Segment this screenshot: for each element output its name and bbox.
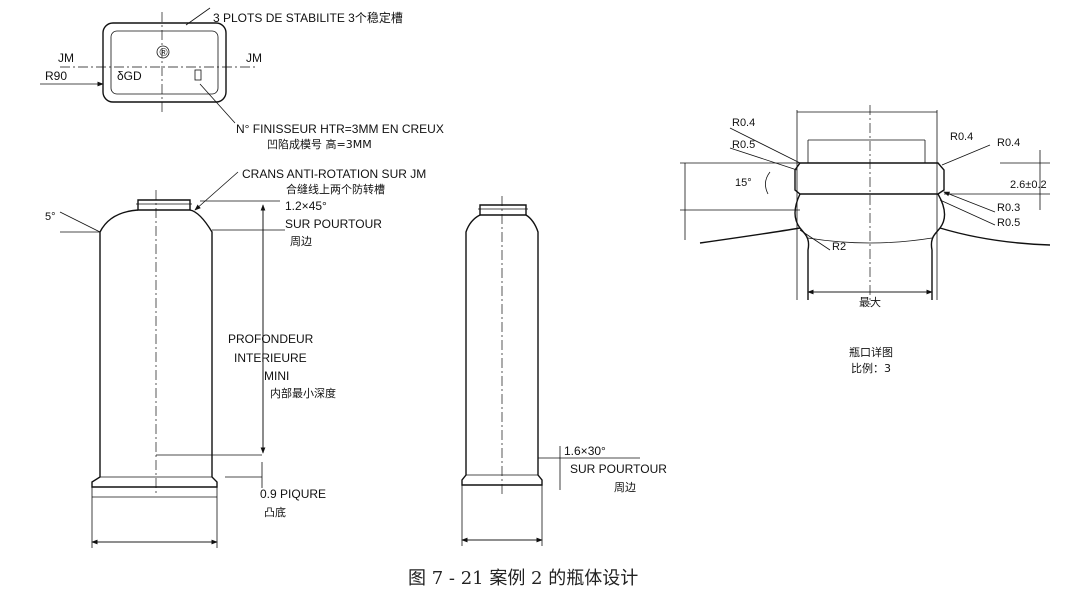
side-neck (479, 204, 527, 216)
chamfer-bottom: 1.6×30° (564, 444, 606, 458)
crans-note-cn: 合缝线上两个防转槽 (286, 182, 385, 196)
profondeur-3: MINI (264, 369, 289, 383)
piqure-label: 0.9 PIQURE (260, 487, 326, 501)
piqure-cn: 凸底 (264, 505, 286, 519)
r2-label: R2 (832, 241, 846, 253)
angle15-arc (765, 171, 771, 195)
profondeur-2: INTERIEURE (234, 351, 307, 365)
jm-left-label: JM (58, 51, 74, 65)
detail-neck-right (930, 193, 946, 300)
jm-right-label: JM (246, 51, 262, 65)
profondeur-cn: 内部最小深度 (270, 386, 336, 400)
registered-circle (156, 45, 170, 59)
r05-left: R0.5 (732, 139, 755, 151)
detail-shoulder-left (699, 227, 801, 244)
stability-leader (185, 7, 211, 26)
mark-code: δGD (117, 69, 142, 83)
finisher-note: N° FINISSEUR HTR=3MM EN CREUX (236, 122, 444, 136)
profondeur-1: PROFONDEUR (228, 332, 314, 346)
crans-leader (194, 171, 239, 211)
top-view-outer (102, 22, 227, 103)
crans-note: CRANS ANTI-ROTATION SUR JM (242, 167, 426, 181)
r05-right: R0.5 (997, 217, 1020, 229)
finisher-slot (194, 69, 202, 81)
sur-pourtour-bottom: SUR POURTOUR (570, 462, 667, 476)
r04-left-leader (729, 127, 801, 164)
finisher-note-cn: 凹陷成模号 高=3MM (267, 137, 372, 151)
finisher-leader (199, 83, 236, 124)
r2-leader (799, 229, 831, 251)
figure-caption: 图 7 - 21 案例 2 的瓶体设计 (408, 568, 638, 589)
neck-detail: R0.4 R0.5 R0.4 R0.4 2.6±0.2 15° R0.3 R0.… (680, 105, 1051, 375)
front-view: CRANS ANTI-ROTATION SUR JM 合缝线上两个防转槽 5° … (45, 167, 426, 548)
detail-title: 瓶口详图 (849, 345, 893, 359)
max-label: 最大 (859, 295, 881, 309)
r05-right-leader (939, 199, 996, 226)
front-body-outline (91, 209, 218, 488)
r03-label: R0.3 (997, 202, 1020, 214)
front-neck (137, 199, 191, 211)
top-view: ® 3 PLOTS DE STABILITE 3个稳定槽 JM JM R90 δ… (40, 7, 444, 151)
detail-shoulder-right (939, 227, 1051, 246)
detail-scale: 比例：3 (851, 361, 891, 375)
detail-inner-curve (807, 237, 933, 244)
height-dim: 2.6±0.2 (1010, 179, 1047, 191)
r04-mid-leader (941, 144, 991, 166)
r04-mid: R0.4 (950, 131, 973, 143)
detail-neck-left (794, 193, 810, 300)
stability-note: 3 PLOTS DE STABILITE 3个稳定槽 (213, 10, 403, 25)
angle-5: 5° (45, 211, 56, 223)
r04-right: R0.4 (997, 137, 1020, 149)
r03-leader (943, 191, 996, 213)
r04-left: R0.4 (732, 117, 755, 129)
top-view-inner (110, 30, 219, 95)
sur-pourtour-top-cn: 周边 (290, 235, 312, 248)
side-view: 1.6×30° SUR POURTOUR 周边 (461, 196, 667, 546)
registered-mark: ® (160, 47, 168, 59)
r05-left-leader (729, 147, 798, 171)
sur-pourtour-top: SUR POURTOUR (285, 217, 382, 231)
angle5-ref (59, 211, 101, 233)
angle-15: 15° (735, 177, 752, 189)
chamfer-top: 1.2×45° (285, 199, 327, 213)
detail-finish-ring (794, 162, 945, 195)
sur-pourtour-bottom-cn: 周边 (614, 481, 636, 494)
r90-label: R90 (45, 69, 67, 83)
